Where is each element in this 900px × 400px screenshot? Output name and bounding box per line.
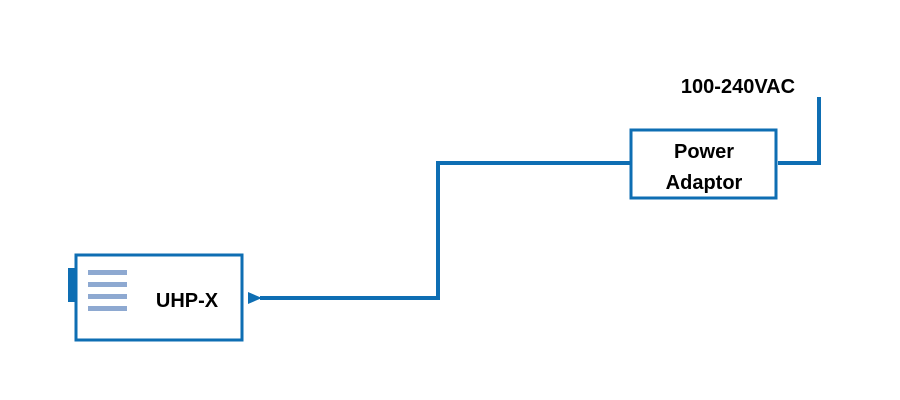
power-adaptor-label-line2: Adaptor bbox=[666, 172, 743, 194]
mains-cable bbox=[778, 97, 821, 165]
device-label: UHP-X bbox=[156, 290, 219, 312]
power-adaptor-label-line1: Power bbox=[674, 141, 734, 163]
device-vent-icon bbox=[88, 270, 127, 311]
dc-power-cable bbox=[248, 161, 631, 304]
device-side-tab bbox=[68, 268, 76, 302]
supply-voltage-label: 100-240VAC bbox=[681, 76, 795, 98]
